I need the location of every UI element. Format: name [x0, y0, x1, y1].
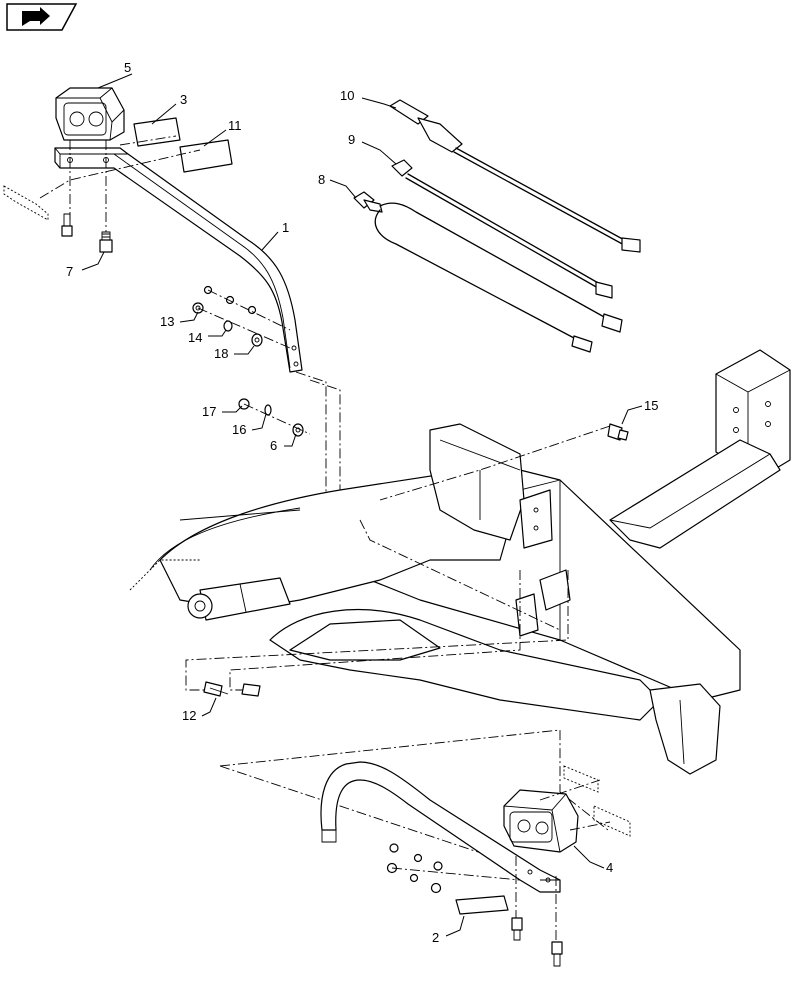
- lamp-bracket-upper: [54, 147, 303, 373]
- lamp-housing-right: [503, 789, 579, 853]
- callout-1: 1: [282, 220, 289, 235]
- nav-arrow-button[interactable]: [6, 3, 78, 31]
- harness-9: [391, 159, 613, 299]
- callout-2: 2: [432, 930, 439, 945]
- callout-9: 9: [348, 132, 355, 147]
- harness-10: [389, 99, 641, 253]
- lower-alignment-box: [219, 729, 609, 831]
- ref-box-lower-2: [593, 805, 631, 837]
- harness-8: [353, 191, 623, 353]
- nut-12b: [241, 683, 261, 697]
- callout-11: 11: [228, 118, 242, 133]
- bolt-lower-1: [511, 917, 523, 941]
- callout-13: 13: [160, 314, 174, 329]
- ref-box-lower-1: [563, 765, 599, 793]
- decal-3: [133, 117, 181, 147]
- callout-16: 16: [232, 422, 246, 437]
- lamp-bracket-lower: [320, 761, 561, 893]
- bolt-left-small: [61, 213, 73, 237]
- washer-18: [251, 333, 263, 347]
- arrow-right-icon: [22, 7, 50, 26]
- bolt-lower-2: [551, 941, 563, 967]
- washer-14: [223, 320, 233, 332]
- bolt-12: [203, 681, 229, 697]
- callout-10: 10: [340, 88, 354, 103]
- ref-box-left: [3, 185, 49, 221]
- bolt-7: [99, 231, 113, 253]
- callout-8: 8: [318, 172, 325, 187]
- callout-4: 4: [606, 860, 613, 875]
- main-frame: [129, 349, 791, 775]
- callout-15: 15: [644, 398, 658, 413]
- callout-18: 18: [214, 346, 228, 361]
- callout-12: 12: [182, 708, 196, 723]
- hardware-lower: [386, 843, 443, 894]
- decal-11: [179, 139, 233, 173]
- callout-3: 3: [180, 92, 187, 107]
- lamp-housing-left: [55, 87, 125, 141]
- callout-17: 17: [202, 404, 216, 419]
- callout-14: 14: [188, 330, 202, 345]
- bolt-15: [607, 423, 629, 441]
- callout-6: 6: [270, 438, 277, 453]
- decal-2: [455, 895, 509, 915]
- callout-7: 7: [66, 264, 73, 279]
- callout-5: 5: [124, 60, 131, 75]
